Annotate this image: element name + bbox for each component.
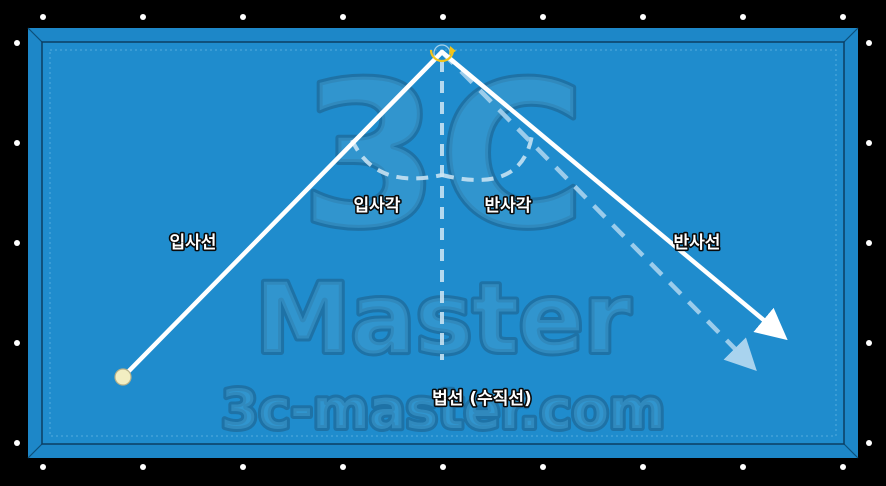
- diamond-marker-icon: [866, 340, 872, 346]
- diamond-marker-icon: [840, 464, 846, 470]
- diamond-marker-icon: [840, 14, 846, 20]
- reflection-line: [439, 49, 788, 341]
- incidence-line: [121, 49, 445, 379]
- diamond-marker-icon: [140, 14, 146, 20]
- diamond-marker-icon: [14, 340, 20, 346]
- incidence-angle-label: 입사각: [354, 196, 401, 216]
- diamond-marker-icon: [866, 240, 872, 246]
- diamond-marker-icon: [140, 464, 146, 470]
- diamond-marker-icon: [14, 140, 20, 146]
- diamond-marker-icon: [866, 140, 872, 146]
- rotation-arrow-icon: [429, 44, 456, 63]
- diamond-marker-icon: [740, 464, 746, 470]
- diamond-marker-icon: [14, 240, 20, 246]
- diamond-marker-icon: [340, 14, 346, 20]
- cloth-dotted-border: [49, 49, 837, 437]
- diamond-marker-icon: [14, 440, 20, 446]
- cue-ball-icon: [114, 368, 132, 386]
- diamond-marker-icon: [14, 40, 20, 46]
- reflection-angle-label: 반사각: [485, 196, 532, 216]
- reflection-line-label: 반사선: [674, 233, 721, 253]
- normal-line-label: 법선 (수직선): [432, 389, 532, 409]
- diamond-marker-icon: [540, 14, 546, 20]
- incidence-angle-arc: [350, 139, 443, 181]
- diamond-marker-icon: [740, 14, 746, 20]
- reflection-angle-arc: [441, 134, 534, 182]
- diamond-marker-icon: [240, 14, 246, 20]
- diamond-marker-icon: [40, 464, 46, 470]
- diamond-marker-icon: [240, 464, 246, 470]
- diamond-marker-icon: [866, 440, 872, 446]
- watermark-logo: 3C: [300, 40, 586, 273]
- diamond-marker-icon: [640, 14, 646, 20]
- incidence-line-label: 입사선: [170, 233, 217, 253]
- diamond-marker-icon: [440, 464, 446, 470]
- diamond-marker-icon: [640, 464, 646, 470]
- diamond-marker-icon: [340, 464, 346, 470]
- watermark-site: 3c-master.com: [221, 378, 665, 441]
- diamond-marker-icon: [866, 40, 872, 46]
- diamond-marker-icon: [540, 464, 546, 470]
- diamond-markers: [14, 14, 872, 470]
- diamond-marker-icon: [440, 14, 446, 20]
- diamond-marker-icon: [40, 14, 46, 20]
- dashed-reflection-path: [440, 50, 757, 371]
